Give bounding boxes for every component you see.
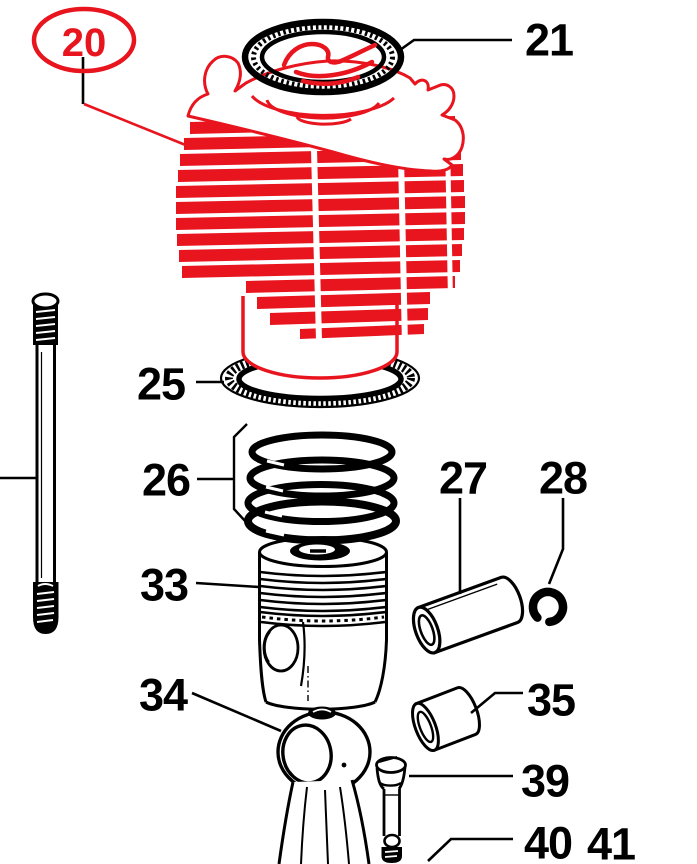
- leader-40-41: [427, 837, 513, 862]
- leader-21: [399, 38, 512, 52]
- stud-bottom-thread: [33, 582, 59, 634]
- cylinder: [176, 18, 465, 409]
- leader-28: [547, 498, 565, 585]
- leader-33: [195, 581, 260, 589]
- piston-ring-set: [244, 431, 400, 545]
- rod-shank: [277, 779, 371, 864]
- callout-39: 39: [521, 756, 569, 807]
- leader-lines: [0, 38, 565, 862]
- connecting-rod: [276, 706, 372, 864]
- callout-25: 25: [137, 359, 185, 410]
- piston-ring-grooves: [259, 570, 387, 628]
- callout-20: 20: [62, 21, 107, 65]
- leader-20-red: [83, 102, 189, 148]
- ring-gap-marks: [264, 459, 285, 537]
- leader-35: [470, 691, 523, 714]
- callout-34: 34: [139, 670, 188, 721]
- cylinder-stud: [31, 292, 60, 634]
- bore-swirl: [281, 41, 378, 87]
- callout-21: 21: [525, 15, 573, 66]
- head-ring-gasket: [241, 18, 405, 96]
- bolt-thread-tip: [381, 847, 402, 863]
- fin-grooves: [311, 139, 453, 347]
- stud-bottom-thread-marks: [36, 583, 55, 623]
- callout-41: 41: [587, 819, 635, 864]
- callout-33: 33: [140, 560, 188, 611]
- stud-top-thread-marks: [35, 309, 56, 341]
- callout-badge-oval-20: [31, 6, 137, 74]
- deck-arcs: [250, 95, 396, 126]
- circlip: [528, 587, 568, 627]
- bracket-26: [232, 423, 248, 523]
- bolt-head: [375, 756, 407, 774]
- cylinder-top-deck: [186, 54, 465, 173]
- callout-40: 40: [524, 818, 572, 864]
- piston-pin: [411, 575, 525, 655]
- pin-bore: [417, 614, 436, 647]
- callout-28: 28: [539, 453, 587, 504]
- callout-35: 35: [527, 675, 575, 726]
- callouts: 20 21 25 26 27 28 33 34 35 39 40 41: [31, 6, 636, 864]
- callout-26: 26: [142, 455, 190, 506]
- callout-27: 27: [439, 453, 487, 504]
- rod-bolt: [375, 756, 407, 863]
- rod-oil-hole-boss: [308, 706, 336, 720]
- stud-top-cap: [31, 292, 60, 310]
- piston-pin-boss: [262, 621, 309, 701]
- leader-34: [191, 691, 282, 733]
- piston-bowl: [290, 541, 350, 561]
- small-end-bushing: [411, 686, 481, 753]
- bushing-bore: [416, 710, 435, 744]
- piston: [258, 536, 388, 711]
- cylinder-spigot-outline: [241, 296, 399, 380]
